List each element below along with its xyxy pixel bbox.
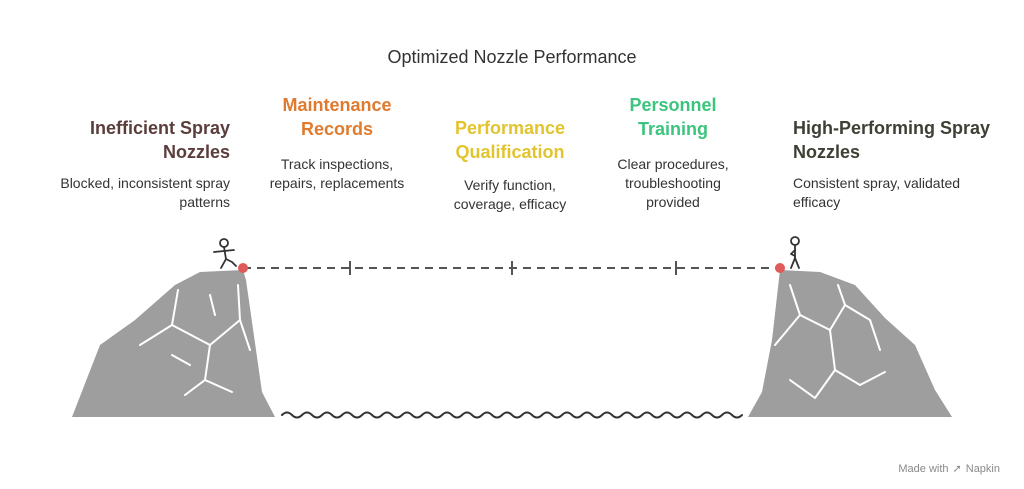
- step-maintenance-description: Track inspections, repairs, replacements: [269, 156, 405, 191]
- watermark-prefix: Made with: [898, 462, 949, 475]
- napkin-logo-icon: ➚: [952, 463, 962, 475]
- right-cliff: [748, 270, 952, 417]
- made-with-napkin-watermark: Made with ➚ Napkin: [898, 462, 1000, 476]
- diagram-title: Optimized Nozzle Performance: [387, 47, 637, 67]
- water-wave: [281, 411, 743, 419]
- left-person-icon: [213, 238, 237, 269]
- step-training-title: Personnel Training: [629, 95, 717, 139]
- end-label-description: Consistent spray, validated efficacy: [793, 175, 961, 210]
- end-label-title: High-Performing Spray Nozzles: [793, 118, 991, 162]
- step-training-description: Clear procedures, troubleshooting provid…: [617, 156, 729, 210]
- right-person-icon: [790, 236, 800, 269]
- step-qualification-description: Verify function, coverage, efficacy: [453, 177, 567, 212]
- step-maintenance-title: Maintenance Records: [282, 95, 392, 139]
- watermark-brand: Napkin: [965, 462, 1000, 475]
- left-cliff: [72, 270, 275, 417]
- start-label-description: Blocked, inconsistent spray patterns: [60, 175, 230, 210]
- right-anchor-dot: [775, 263, 785, 273]
- start-label-title: Inefficient Spray Nozzles: [89, 118, 230, 162]
- bridge-line: [243, 261, 780, 275]
- step-qualification-title: Performance Qualification: [454, 118, 566, 162]
- left-anchor-dot: [238, 263, 248, 273]
